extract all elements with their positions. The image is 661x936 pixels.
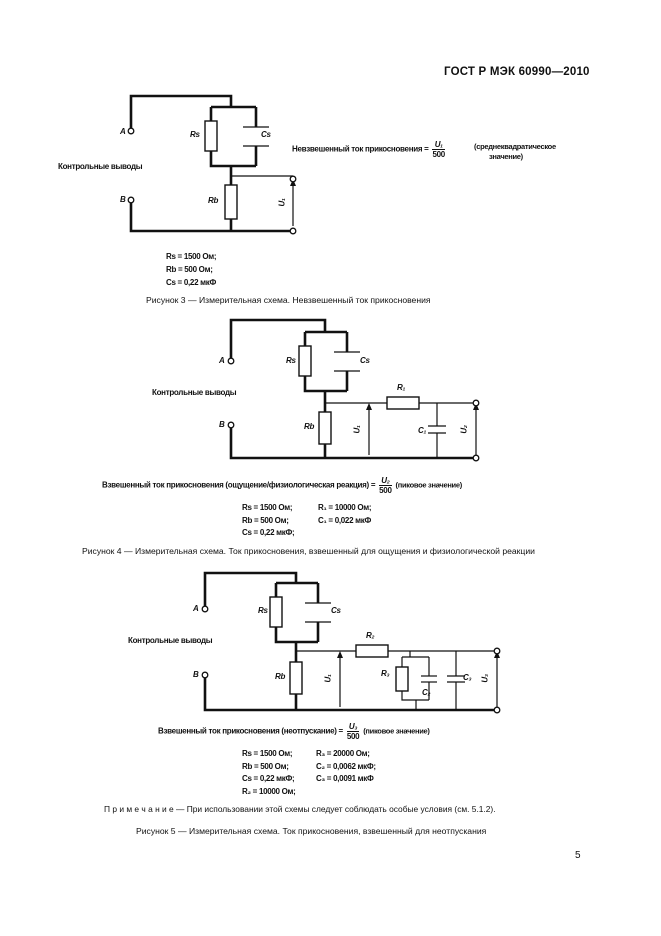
fig5-value-r3: R₃ = 20000 Ом; — [316, 749, 370, 758]
fig4-terminal-a: A — [219, 356, 225, 365]
fig5-formula-note: (пиковое значение) — [363, 726, 430, 736]
fig4-formula-fraction: U₂ 500 — [379, 476, 392, 495]
fig5-formula-num: U₃ — [346, 722, 360, 732]
fig4-rs-label: Rs — [286, 356, 296, 365]
fig5-value-cs: Cs = 0,22 мкФ; — [242, 774, 295, 783]
fig4-values-left: Rs = 1500 Ом; Rb = 500 Ом; Cs = 0,22 мкФ… — [242, 502, 295, 540]
fig4-value-c1: C₁ = 0,022 мкФ — [318, 515, 371, 525]
fig4-control-terminals: Контрольные выводы — [152, 388, 237, 397]
fig3-terminal-b: B — [120, 195, 126, 204]
fig5-value-r2: R₂ = 10000 Ом; — [242, 786, 296, 796]
fig5-note: П р и м е ч а н и е — При использовании … — [104, 804, 496, 814]
fig5-value-rs: Rs = 1500 Ом; — [242, 749, 293, 758]
fig3-value-rs: Rs = 1500 Ом; — [166, 252, 217, 261]
fig4-caption: Рисунок 4 — Измерительная схема. Ток при… — [82, 546, 535, 556]
fig4-values-right: R₁ = 10000 Ом; C₁ = 0,022 мкФ — [318, 502, 372, 527]
fig5-note-prefix: П р и м е ч а н и е — [104, 804, 174, 814]
fig5-value-c2: C₂ = 0,0062 мкФ; — [316, 761, 376, 771]
fig5-formula: Взвешенный ток прикосновения (неотпускан… — [158, 722, 430, 741]
fig3-rs-label: Rs — [190, 130, 200, 139]
fig3-value-cs: Cs = 0,22 мкФ — [166, 278, 216, 287]
fig4-r1-label: R₁ — [397, 383, 405, 392]
fig5-u3-label: U₃ — [480, 674, 490, 683]
fig3-formula-note-2: значение) — [489, 152, 523, 161]
fig4-value-r1: R₁ = 10000 Ом; — [318, 503, 372, 512]
fig3-rb-label: Rb — [208, 196, 219, 205]
fig3-cs-label: Cs — [261, 130, 271, 139]
fig4-rb-label: Rb — [304, 422, 315, 431]
fig5-value-c3: C₃ = 0,0091 мкФ — [316, 774, 374, 783]
fig5-terminal-a: A — [193, 604, 199, 613]
fig5-c2-label: C₂ — [422, 688, 431, 697]
fig4-formula: Взвешенный ток прикосновения (ощущение/ф… — [102, 476, 462, 495]
fig3-terminal-a: A — [120, 127, 126, 136]
fig5-r3-label: R₃ — [381, 669, 390, 678]
fig4-terminal-b: B — [219, 420, 225, 429]
fig4-formula-den: 500 — [379, 486, 392, 495]
fig5-control-terminals: Контрольные выводы — [128, 636, 213, 645]
fig5-formula-den: 500 — [346, 732, 360, 741]
fig5-value-rb: Rb = 500 Ом; — [242, 761, 289, 771]
fig3-formula: Невзвешенный ток прикосновения = U₁ 500 — [292, 140, 447, 159]
fig3-formula-fraction: U₁ 500 — [432, 140, 445, 159]
fig4-formula-text: Взвешенный ток прикосновения (ощущение/ф… — [102, 480, 376, 490]
fig4-cs-label: Cs — [360, 356, 370, 365]
fig5-values-left: Rs = 1500 Ом; Rb = 500 Ом; Cs = 0,22 мкФ… — [242, 748, 296, 798]
fig5-rb-label: Rb — [275, 672, 286, 681]
fig5-note-text: — При использовании этой схемы следует с… — [173, 804, 496, 814]
document-header: ГОСТ Р МЭК 60990—2010 — [444, 66, 590, 78]
fig5-u1-label: U₁ — [323, 674, 333, 683]
fig4-value-rs: Rs = 1500 Ом; — [242, 503, 293, 512]
fig5-cs-label: Cs — [331, 606, 341, 615]
fig3-values: Rs = 1500 Ом; Rb = 500 Ом; Cs = 0,22 мкФ — [166, 250, 217, 289]
fig5-values-right: R₃ = 20000 Ом; C₂ = 0,0062 мкФ; C₃ = 0,0… — [316, 748, 376, 786]
page-number: 5 — [575, 850, 581, 861]
fig3-formula-num: U₁ — [432, 140, 445, 150]
fig4-value-rb: Rb = 500 Ом; — [242, 515, 289, 525]
fig5-terminal-b: B — [193, 670, 199, 679]
fig3-formula-text: Невзвешенный ток прикосновения = — [292, 144, 429, 154]
fig5-c3-label: C₃ — [463, 673, 472, 682]
fig4-c1-label: C₁ — [418, 426, 426, 435]
fig5-formula-fraction: U₃ 500 — [346, 722, 360, 741]
fig5-formula-text: Взвешенный ток прикосновения (неотпускан… — [158, 726, 343, 736]
fig5-rs-label: Rs — [258, 606, 268, 615]
fig3-caption: Рисунок 3 — Измерительная схема. Невзвеш… — [146, 295, 431, 305]
fig3-formula-den: 500 — [432, 150, 445, 159]
fig5-caption: Рисунок 5 — Измерительная схема. Ток при… — [136, 826, 487, 836]
fig4-formula-num: U₂ — [379, 476, 392, 486]
fig3-formula-note-1: (среднеквадратическое — [474, 142, 556, 151]
fig5-r2-label: R₂ — [366, 631, 375, 640]
fig4-value-cs: Cs = 0,22 мкФ; — [242, 528, 295, 537]
fig3-control-terminals: Контрольные выводы — [58, 162, 143, 171]
fig4-formula-note: (пиковое значение) — [395, 480, 463, 490]
fig3-value-rb: Rb = 500 Ом; — [166, 265, 213, 274]
